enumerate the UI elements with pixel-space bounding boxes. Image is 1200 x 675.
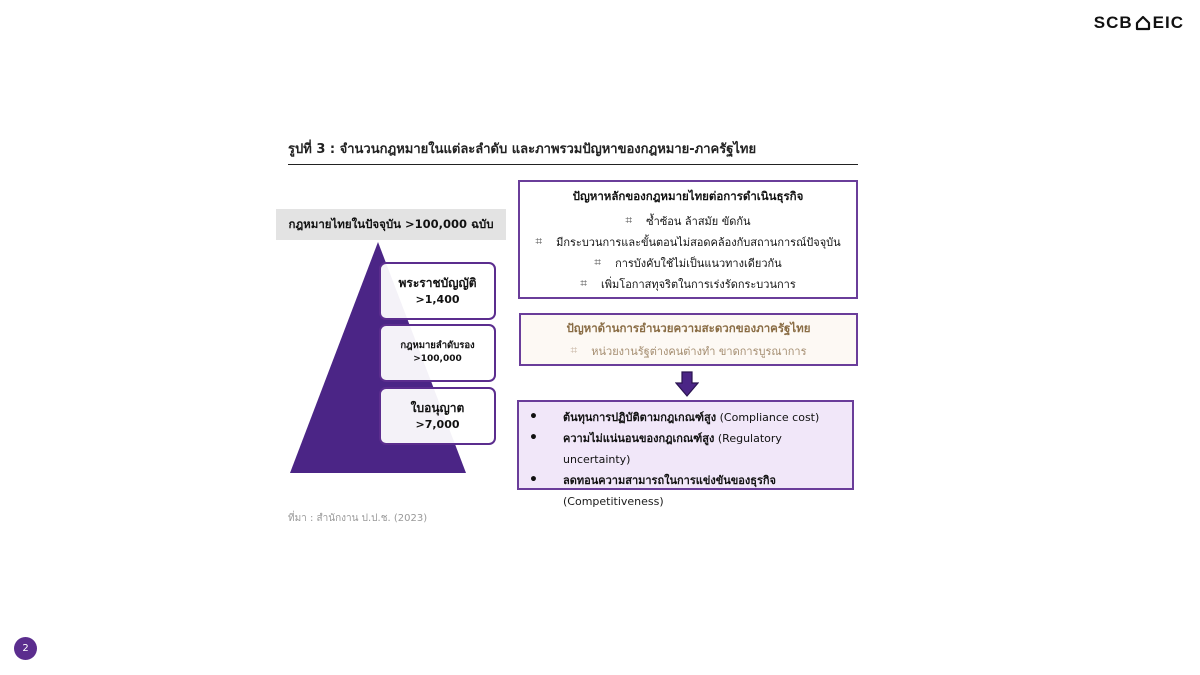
pyramid-level-acts: พระราชบัญญัติ >1,400 [379,262,496,320]
gov-problem-text: หน่วยงานรัฐต่างคนต่างทำ ขาดการบูรณาการ [591,344,807,358]
impact-thai: ความไม่แน่นอนของกฎเกณฑ์สูง [563,432,715,445]
level-label: กฎหมายลำดับรอง [400,340,475,352]
impacts-box: • ต้นทุนการปฏิบัติตามกฎเกณฑ์สูง (Complia… [517,400,854,508]
main-problems-box: ปัญหาหลักของกฎหมายไทยต่อการดำเนินธุรกิจ … [518,180,858,299]
source-note: ที่มา : สำนักงาน ป.ป.ช. (2023) [288,513,428,524]
page-number-badge: 2 [14,637,37,660]
grid-bullet-icon: ⌗ [625,213,633,227]
impact-english: (Compliance cost) [719,411,820,424]
bullet-icon: • [529,472,538,488]
problem-item: ⌗ มีกระบวนการและขั้นตอนไม่สอดคล้องกับสถา… [535,231,840,252]
impact-english: (Competitiveness) [563,495,664,508]
impact-item: • ลดทอนความสามารถในการแข่งขันของธุรกิจ [529,470,852,491]
problem-text: เพิ่มโอกาสทุจริตในการเร่งรัดกระบวนการ [601,277,796,291]
impact-thai: ต้นทุนการปฏิบัติตามกฎเกณฑ์สูง [563,411,717,424]
scb-eic-logo: SCB EIC [1094,13,1184,33]
grid-bullet-icon: ⌗ [570,343,578,357]
gov-problems-box: ปัญหาด้านการอำนวยความสะดวกของภาครัฐไทย ⌗… [519,313,858,366]
grid-bullet-icon: ⌗ [535,234,543,248]
impact-english: (Regulatory uncertainty) [563,432,782,466]
gov-problem-item: ⌗ หน่วยงานรัฐต่างคนต่างทำ ขาดการบูรณาการ [571,342,807,360]
impact-thai: ลดทอนความสามารถในการแข่งขันของธุรกิจ [563,474,776,487]
grid-bullet-icon: ⌗ [594,255,602,269]
problem-text: มีกระบวนการและขั้นตอนไม่สอดคล้องกับสถานก… [556,235,841,249]
bullet-icon: • [529,409,538,425]
pyramid-level-secondary-laws: กฎหมายลำดับรอง >100,000 [379,324,496,382]
pyramid-header: กฎหมายไทยในปัจจุบัน >100,000 ฉบับ [276,209,506,240]
level-value: >1,400 [415,292,460,306]
logo-text-scb: SCB [1093,13,1133,32]
gov-problems-title: ปัญหาด้านการอำนวยความสะดวกของภาครัฐไทย [566,320,811,335]
impact-item: • ต้นทุนการปฏิบัติตามกฎเกณฑ์สูง (Complia… [529,407,852,428]
logo-text-eic: EIC [1152,13,1184,32]
level-value: >7,000 [415,417,460,431]
level-value: >100,000 [413,354,462,365]
bullet-icon: • [529,430,538,446]
problem-text: ซ้ำซ้อน ล้าสมัย ขัดกัน [646,214,751,228]
impact-item: • ความไม่แน่นอนของกฎเกณฑ์สูง (Regulatory… [529,428,852,470]
down-arrow-icon [675,371,699,397]
level-label: พระราชบัญญัติ [398,275,477,290]
pyramid-level-licenses: ใบอนุญาต >7,000 [379,387,496,445]
problem-item: ⌗ การบังคับใช้ไม่เป็นแนวทางเดียวกัน [594,252,781,273]
house-icon [1135,15,1150,31]
figure-title: รูปที่ 3 : จำนวนกฎหมายในแต่ละลำดับ และภา… [288,138,858,165]
problem-text: การบังคับใช้ไม่เป็นแนวทางเดียวกัน [615,256,782,270]
problem-item: ⌗ เพิ่มโอกาสทุจริตในการเร่งรัดกระบวนการ [580,273,795,294]
grid-bullet-icon: ⌗ [580,276,588,290]
problem-item: ⌗ ซ้ำซ้อน ล้าสมัย ขัดกัน [625,210,750,231]
level-label: ใบอนุญาต [410,400,465,415]
main-problems-title: ปัญหาหลักของกฎหมายไทยต่อการดำเนินธุรกิจ [572,189,804,203]
